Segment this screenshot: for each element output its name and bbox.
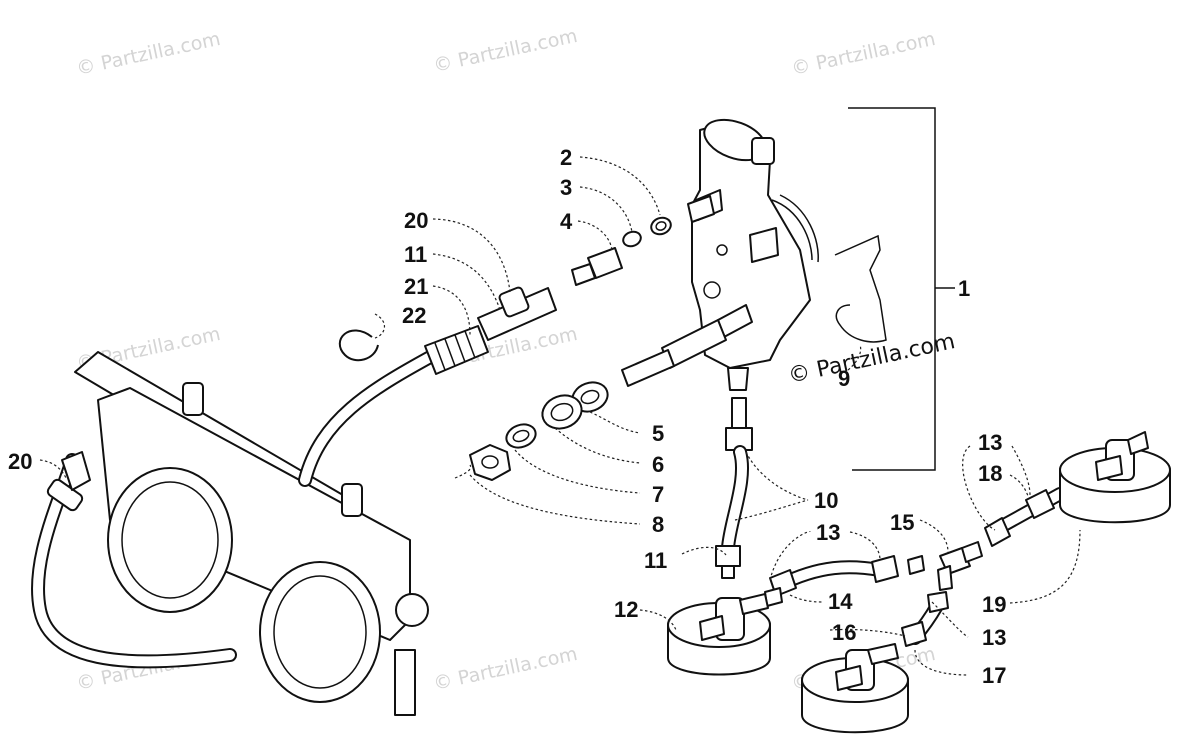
callout-labels: 1 2 3 4 5 6 7 8 9 10 11 11 12 13 13 13 1… bbox=[8, 145, 1006, 688]
callout-8: 8 bbox=[652, 512, 664, 537]
copyright-notice: © Partzilla.com bbox=[786, 329, 957, 389]
snap-ring bbox=[338, 329, 379, 362]
callout-5: 5 bbox=[652, 421, 664, 446]
callout-16: 16 bbox=[832, 620, 856, 645]
fuel-hose-left bbox=[31, 349, 439, 669]
wire-clip bbox=[834, 234, 887, 343]
callout-19: 19 bbox=[982, 592, 1006, 617]
vent-cap-right bbox=[1059, 431, 1171, 524]
callout-11: 11 bbox=[404, 242, 427, 267]
vent-hoses bbox=[764, 487, 1067, 647]
throttle-body-assembly bbox=[74, 351, 429, 716]
callout-13: 13 bbox=[816, 520, 840, 545]
callout-7: 7 bbox=[652, 482, 664, 507]
callout-21: 21 bbox=[404, 274, 428, 299]
callout-20: 20 bbox=[8, 449, 32, 474]
callout-6: 6 bbox=[652, 452, 664, 477]
watermark: © Partzilla.com bbox=[789, 28, 937, 80]
assembly-bracket bbox=[848, 107, 955, 471]
callout-2: 2 bbox=[560, 145, 572, 170]
vent-cap-left bbox=[667, 593, 771, 676]
watermark: © Partzilla.com bbox=[431, 643, 579, 695]
callout-14: 14 bbox=[828, 589, 853, 614]
fitting-parts-upper bbox=[571, 216, 672, 286]
vent-cap-center bbox=[801, 643, 909, 734]
hose-fitting-upper bbox=[424, 286, 557, 375]
callout-15: 15 bbox=[890, 510, 914, 535]
callout-13: 13 bbox=[978, 430, 1002, 455]
leader-lines bbox=[39, 156, 1081, 676]
callout-18: 18 bbox=[978, 461, 1002, 486]
watermark: © Partzilla.com bbox=[74, 28, 222, 80]
callout-10: 10 bbox=[814, 488, 838, 513]
callout-1: 1 bbox=[958, 276, 970, 301]
callout-20: 20 bbox=[404, 208, 428, 233]
callout-3: 3 bbox=[560, 175, 572, 200]
callout-17: 17 bbox=[982, 663, 1006, 688]
callout-12: 12 bbox=[614, 597, 638, 622]
watermark: © Partzilla.com bbox=[431, 25, 579, 77]
callout-11: 11 bbox=[644, 548, 667, 573]
callout-4: 4 bbox=[560, 209, 573, 234]
callout-9: 9 bbox=[838, 366, 850, 391]
callout-13: 13 bbox=[982, 625, 1006, 650]
washer-stack bbox=[469, 381, 609, 481]
callout-22: 22 bbox=[402, 303, 426, 328]
fuel-pressure-regulator bbox=[621, 118, 819, 391]
